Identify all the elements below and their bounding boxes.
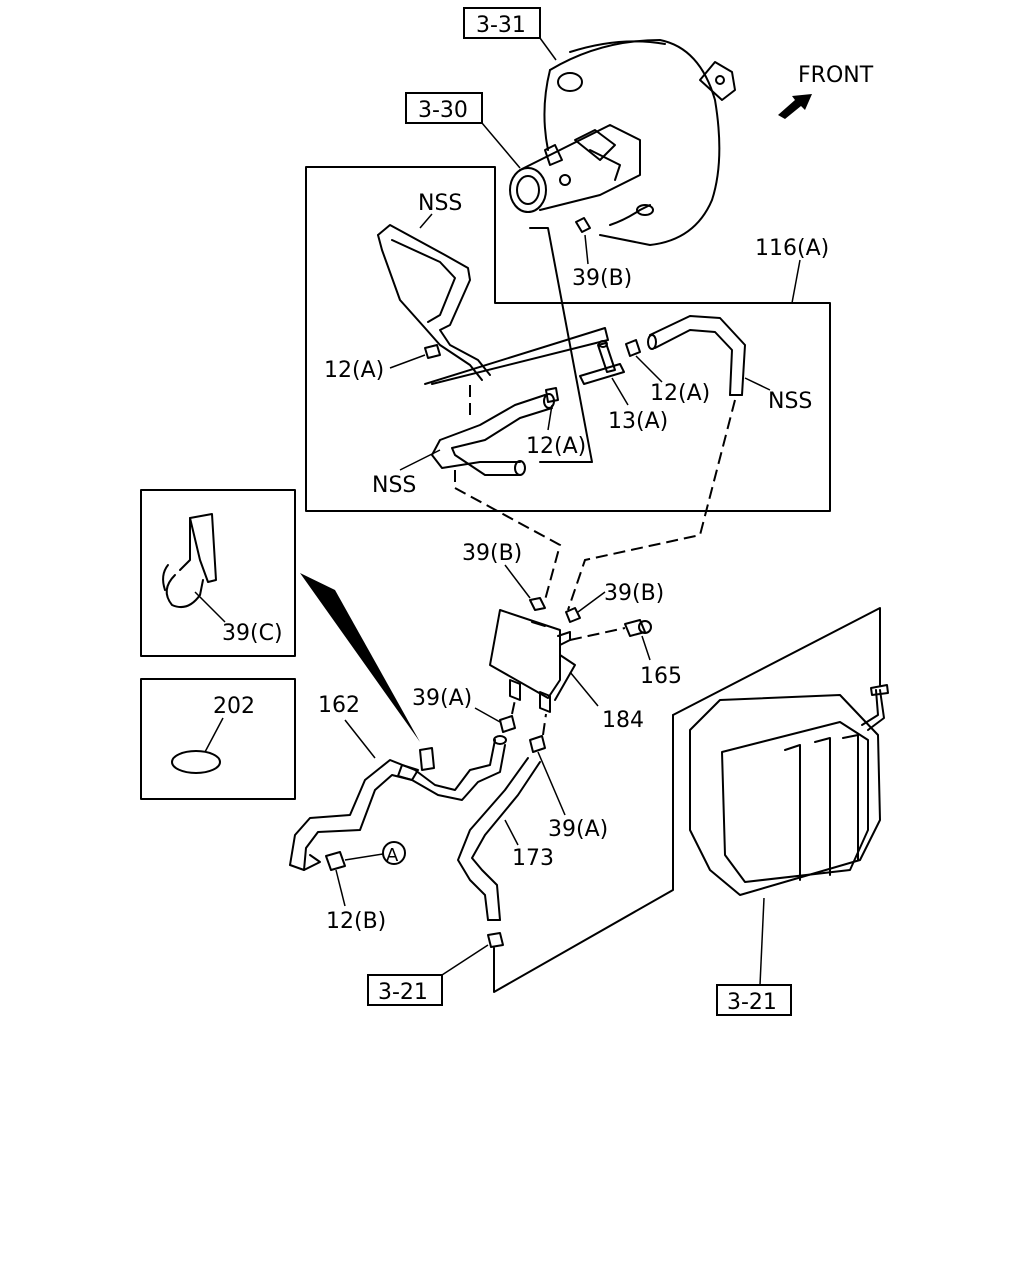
- ref-box-3-21-right[interactable]: 3-21: [716, 984, 792, 1016]
- part-label-39b-right: 39(B): [604, 581, 664, 606]
- part-label-39c: 39(C): [222, 621, 283, 646]
- front-arrow-icon: [778, 94, 812, 119]
- hose-nss-upper: [377, 224, 491, 381]
- part-label-173: 173: [512, 846, 554, 871]
- bolt-165: [569, 619, 652, 641]
- part-label-12a-mid: 12(A): [526, 434, 586, 459]
- ref-3-30-label: 3-30: [418, 98, 468, 123]
- clip-39b-right: [565, 607, 581, 623]
- ref-3-31-label: 3-31: [476, 13, 526, 38]
- detail-frame-116a: [305, 166, 831, 512]
- clip-39b-left: [529, 597, 546, 611]
- detail-box-202: [140, 678, 296, 800]
- clip-12a-mid: [545, 387, 559, 403]
- part-label-12a-left: 12(A): [324, 358, 384, 383]
- ref-box-3-30[interactable]: 3-30: [405, 92, 483, 124]
- clip-39b-top: [575, 217, 591, 233]
- cap-202: [171, 750, 221, 774]
- clip-12a-right: [625, 339, 641, 357]
- part-label-39a-left: 39(A): [412, 686, 472, 711]
- reservoir-tank: [689, 684, 889, 896]
- clip-hose-end: [487, 932, 504, 948]
- clip-12b: [325, 851, 346, 871]
- brake-booster: [543, 39, 736, 246]
- nss-label-left: NSS: [372, 473, 416, 498]
- part-label-162: 162: [318, 693, 360, 718]
- clip-39a-left: [499, 715, 516, 733]
- part-label-39b-left: 39(B): [462, 541, 522, 566]
- part-label-116a: 116(A): [755, 236, 829, 261]
- front-label: FRONT: [798, 63, 874, 88]
- hose-173: [457, 757, 541, 921]
- clip-12a-left: [424, 344, 441, 359]
- hose-nss-right: [647, 315, 746, 396]
- clip-39c: [162, 513, 217, 608]
- part-label-39b-top: 39(B): [572, 266, 632, 291]
- detail-box-39c: [140, 489, 296, 657]
- ref-3-21-right-label: 3-21: [727, 990, 777, 1015]
- pointer-wedge: [300, 573, 420, 742]
- clip-39a-right: [529, 735, 546, 753]
- nss-label-right: NSS: [768, 389, 812, 414]
- callout-a-circle: [382, 841, 406, 865]
- tee-connector-13a: [579, 340, 625, 385]
- hose-162: [289, 735, 507, 871]
- ref-3-21-left-label: 3-21: [378, 980, 428, 1005]
- part-label-12b: 12(B): [326, 909, 386, 934]
- part-label-13a: 13(A): [608, 409, 668, 434]
- callout-a-label: A: [386, 845, 399, 866]
- ref-box-3-21-left[interactable]: 3-21: [367, 974, 443, 1006]
- part-label-202: 202: [213, 694, 255, 719]
- part-label-12a-right: 12(A): [650, 381, 710, 406]
- part-label-184: 184: [602, 708, 644, 733]
- master-cylinder: [509, 124, 641, 213]
- part-label-165: 165: [640, 664, 682, 689]
- ref-box-3-31[interactable]: 3-31: [463, 7, 541, 39]
- nss-label-top: NSS: [418, 191, 462, 216]
- bracket-184: [489, 609, 576, 713]
- hose-nss-lower: [431, 393, 555, 476]
- part-label-39a-right: 39(A): [548, 817, 608, 842]
